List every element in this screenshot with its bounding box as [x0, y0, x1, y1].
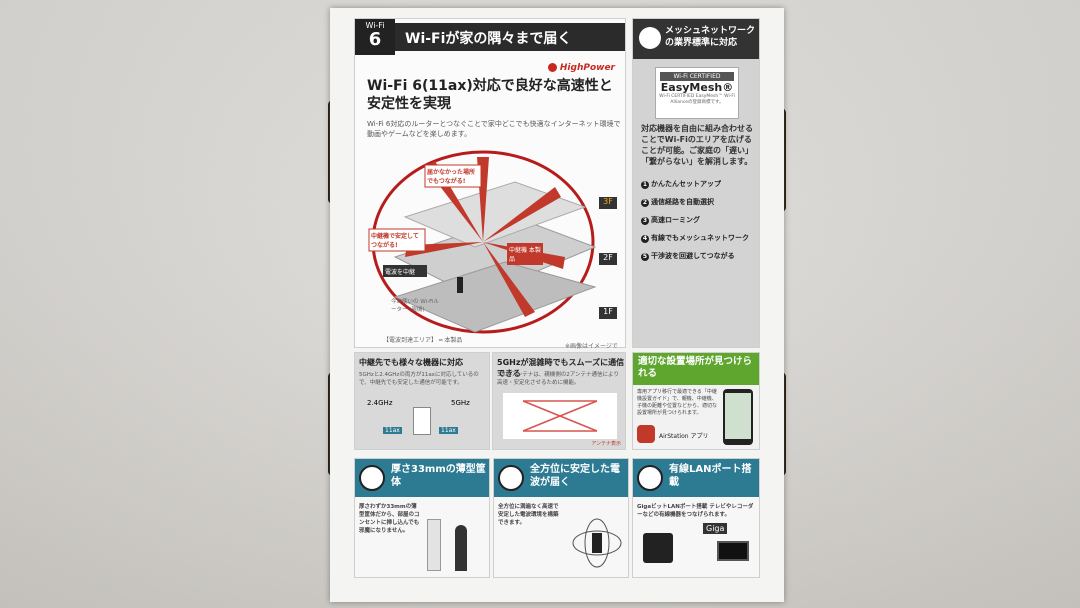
- product-box: Wi-Fi 6 Wi-Fiが家の隅々まで届く HighPower Wi-Fi 6…: [330, 8, 784, 602]
- smartphone-icon: [723, 389, 753, 445]
- app-icon: [637, 425, 655, 443]
- brand-text: HighPower: [559, 63, 615, 73]
- dual-band-title: 中継先でも様々な機器に対応: [359, 358, 463, 367]
- thin-body-panel: 厚さ33mmの薄型筐体 厚さわずか33mmの薄型筐体だから、部屋のコンセントに挿…: [354, 458, 490, 578]
- antenna-diagram: [503, 393, 617, 439]
- mesh-header: メッシュネットワークの業界標準に対応: [633, 19, 759, 59]
- item-number: 3: [641, 217, 649, 225]
- cert-main: EasyMesh®: [660, 81, 734, 94]
- item-number: 2: [641, 199, 649, 207]
- antenna-title: 5GHzが混雑時でもスムーズに通信できる: [497, 358, 625, 378]
- main-feature-panel: Wi-Fi 6 Wi-Fiが家の隅々まで届く HighPower Wi-Fi 6…: [354, 18, 626, 359]
- brand-dot-icon: [547, 63, 557, 72]
- radiation-pattern-illustration: [572, 518, 622, 568]
- badge-small-text: Wi-Fi: [365, 21, 385, 30]
- globe-icon: [637, 465, 663, 491]
- callout-relay: 中継機で安定してつながる!: [371, 233, 419, 249]
- router-illustration: [643, 533, 673, 563]
- thin-title: 厚さ33mmの薄型筐体: [391, 464, 486, 488]
- device-icon: [359, 465, 385, 491]
- item-label: かんたんセットアップ: [651, 180, 721, 188]
- app-name: AirStation アプリ: [659, 433, 709, 440]
- relay-label: 中継機 本製品: [509, 247, 541, 263]
- item-label: 通信経路を自動選択: [651, 198, 714, 206]
- floor-1f: 1F: [599, 307, 617, 319]
- coverage-diagram: [368, 150, 597, 334]
- router-label: 今お使いの Wi-Fiルーター (親機): [391, 299, 439, 313]
- item-number: 4: [641, 235, 649, 243]
- repeater-device-icon: [413, 407, 431, 435]
- item-number: 1: [641, 181, 649, 189]
- thin-body: 厚さわずか33mmの薄型筐体だから、部屋のコンセントに挿し込んでも邪魔になりませ…: [359, 504, 420, 534]
- badge-big-text: 6: [368, 29, 382, 50]
- callout-far: 届かなかった場所でもつながる!: [427, 169, 476, 185]
- description: Wi-Fi 6対応のルーターとつなぐことで家中どこでも快適なインターネット環境で…: [367, 120, 621, 138]
- device-side-illustration: [427, 519, 441, 571]
- antenna-body: 3本のアンテナは、親機側の2アンテナ通信により高速・安定化させるために機能。: [497, 372, 619, 386]
- person-silhouette: [455, 525, 467, 571]
- antenna-note: アンテナ表示: [591, 441, 621, 447]
- omni-title: 全方位に安定した電波が届く: [530, 464, 620, 488]
- placement-panel: 適切な設置場所が見つけられる 専用アプリ移行で最適できる「中継機設置ガイド」で、…: [632, 352, 760, 450]
- mesh-panel: メッシュネットワークの業界標準に対応 Wi-Fi CERTIFIED EasyM…: [632, 18, 760, 348]
- tv-illustration: [717, 541, 749, 561]
- item-label: 有線でもメッシュネットワーク: [651, 234, 749, 242]
- item-label: 高速ローミング: [651, 216, 700, 224]
- dual-band-body: 5GHzと2.4GHzの両方が11axに対応しているので、中継先でも安定した通信…: [359, 372, 479, 386]
- omni-header: 全方位に安定した電波が届く: [494, 459, 628, 497]
- relay-to-label: 電波を中継: [385, 269, 416, 276]
- tag-11ax: 11ax: [383, 427, 402, 434]
- wifi6-badge: Wi-Fi 6: [355, 19, 395, 55]
- cert-top: Wi-Fi CERTIFIED: [660, 72, 734, 81]
- lan-title: 有線LANポート搭載: [669, 464, 752, 488]
- cert-small: Wi-Fi CERTIFIED EasyMesh™ Wi-Fi Alliance…: [659, 94, 735, 105]
- mesh-description: 対応機器を自由に組み合わせることでWi-Fiのエリアを広げることが可能。ご家庭の…: [641, 124, 753, 166]
- tag-11ax: 11ax: [439, 427, 458, 434]
- omnidirectional-panel: 全方位に安定した電波が届く 全方位に満遍なく高速で安定した電波環境を構築できます…: [493, 458, 629, 578]
- item-number: 5: [641, 253, 649, 261]
- placement-title: 適切な設置場所が見つけられる: [633, 353, 759, 385]
- easymesh-cert-logo: Wi-Fi CERTIFIED EasyMesh® Wi-Fi CERTIFIE…: [655, 67, 739, 119]
- coverage-legend: 【電波到達エリア】 ━ 本製品: [383, 337, 463, 344]
- dual-band-panel: 中継先でも様々な機器に対応 5GHzと2.4GHzの両方が11axに対応している…: [354, 352, 490, 450]
- lan-body: GigaビットLANポート搭載 テレビやレコーダーなどの有線機器をつなげられます…: [637, 504, 754, 518]
- floor-3f: 3F: [599, 197, 617, 209]
- omni-body: 全方位に満遍なく高速で安定した電波環境を構築できます。: [498, 504, 559, 526]
- antenna-panel: 5GHzが混雑時でもスムーズに通信できる 3本のアンテナは、親機側の2アンテナ通…: [492, 352, 626, 450]
- main-title: Wi-Fiが家の隅々まで届く: [395, 23, 625, 51]
- mesh-network-icon: [639, 27, 661, 49]
- item-label: 干渉波を回避してつながる: [651, 252, 735, 260]
- lan-header: 有線LANポート搭載: [633, 459, 759, 497]
- floor-2f: 2F: [599, 253, 617, 265]
- giga-tag: Giga: [703, 523, 728, 534]
- lan-port-panel: 有線LANポート搭載 GigaビットLANポート搭載 テレビやレコーダーなどの有…: [632, 458, 760, 578]
- signal-icon: [498, 465, 524, 491]
- thin-header: 厚さ33mmの薄型筐体: [355, 459, 489, 497]
- placement-body: 専用アプリ移行で最適できる「中継機設置ガイド」で、親機、中継機、子機の距離や位置…: [637, 389, 718, 416]
- band-24-label: 2.4GHz: [367, 399, 393, 407]
- band-5-label: 5GHz: [451, 399, 470, 407]
- brand-logo: HighPower: [547, 63, 615, 73]
- mesh-title: メッシュネットワークの業界標準に対応: [665, 26, 756, 48]
- headline: Wi-Fi 6(11ax)対応で良好な高速性と安定性を実現: [367, 78, 613, 112]
